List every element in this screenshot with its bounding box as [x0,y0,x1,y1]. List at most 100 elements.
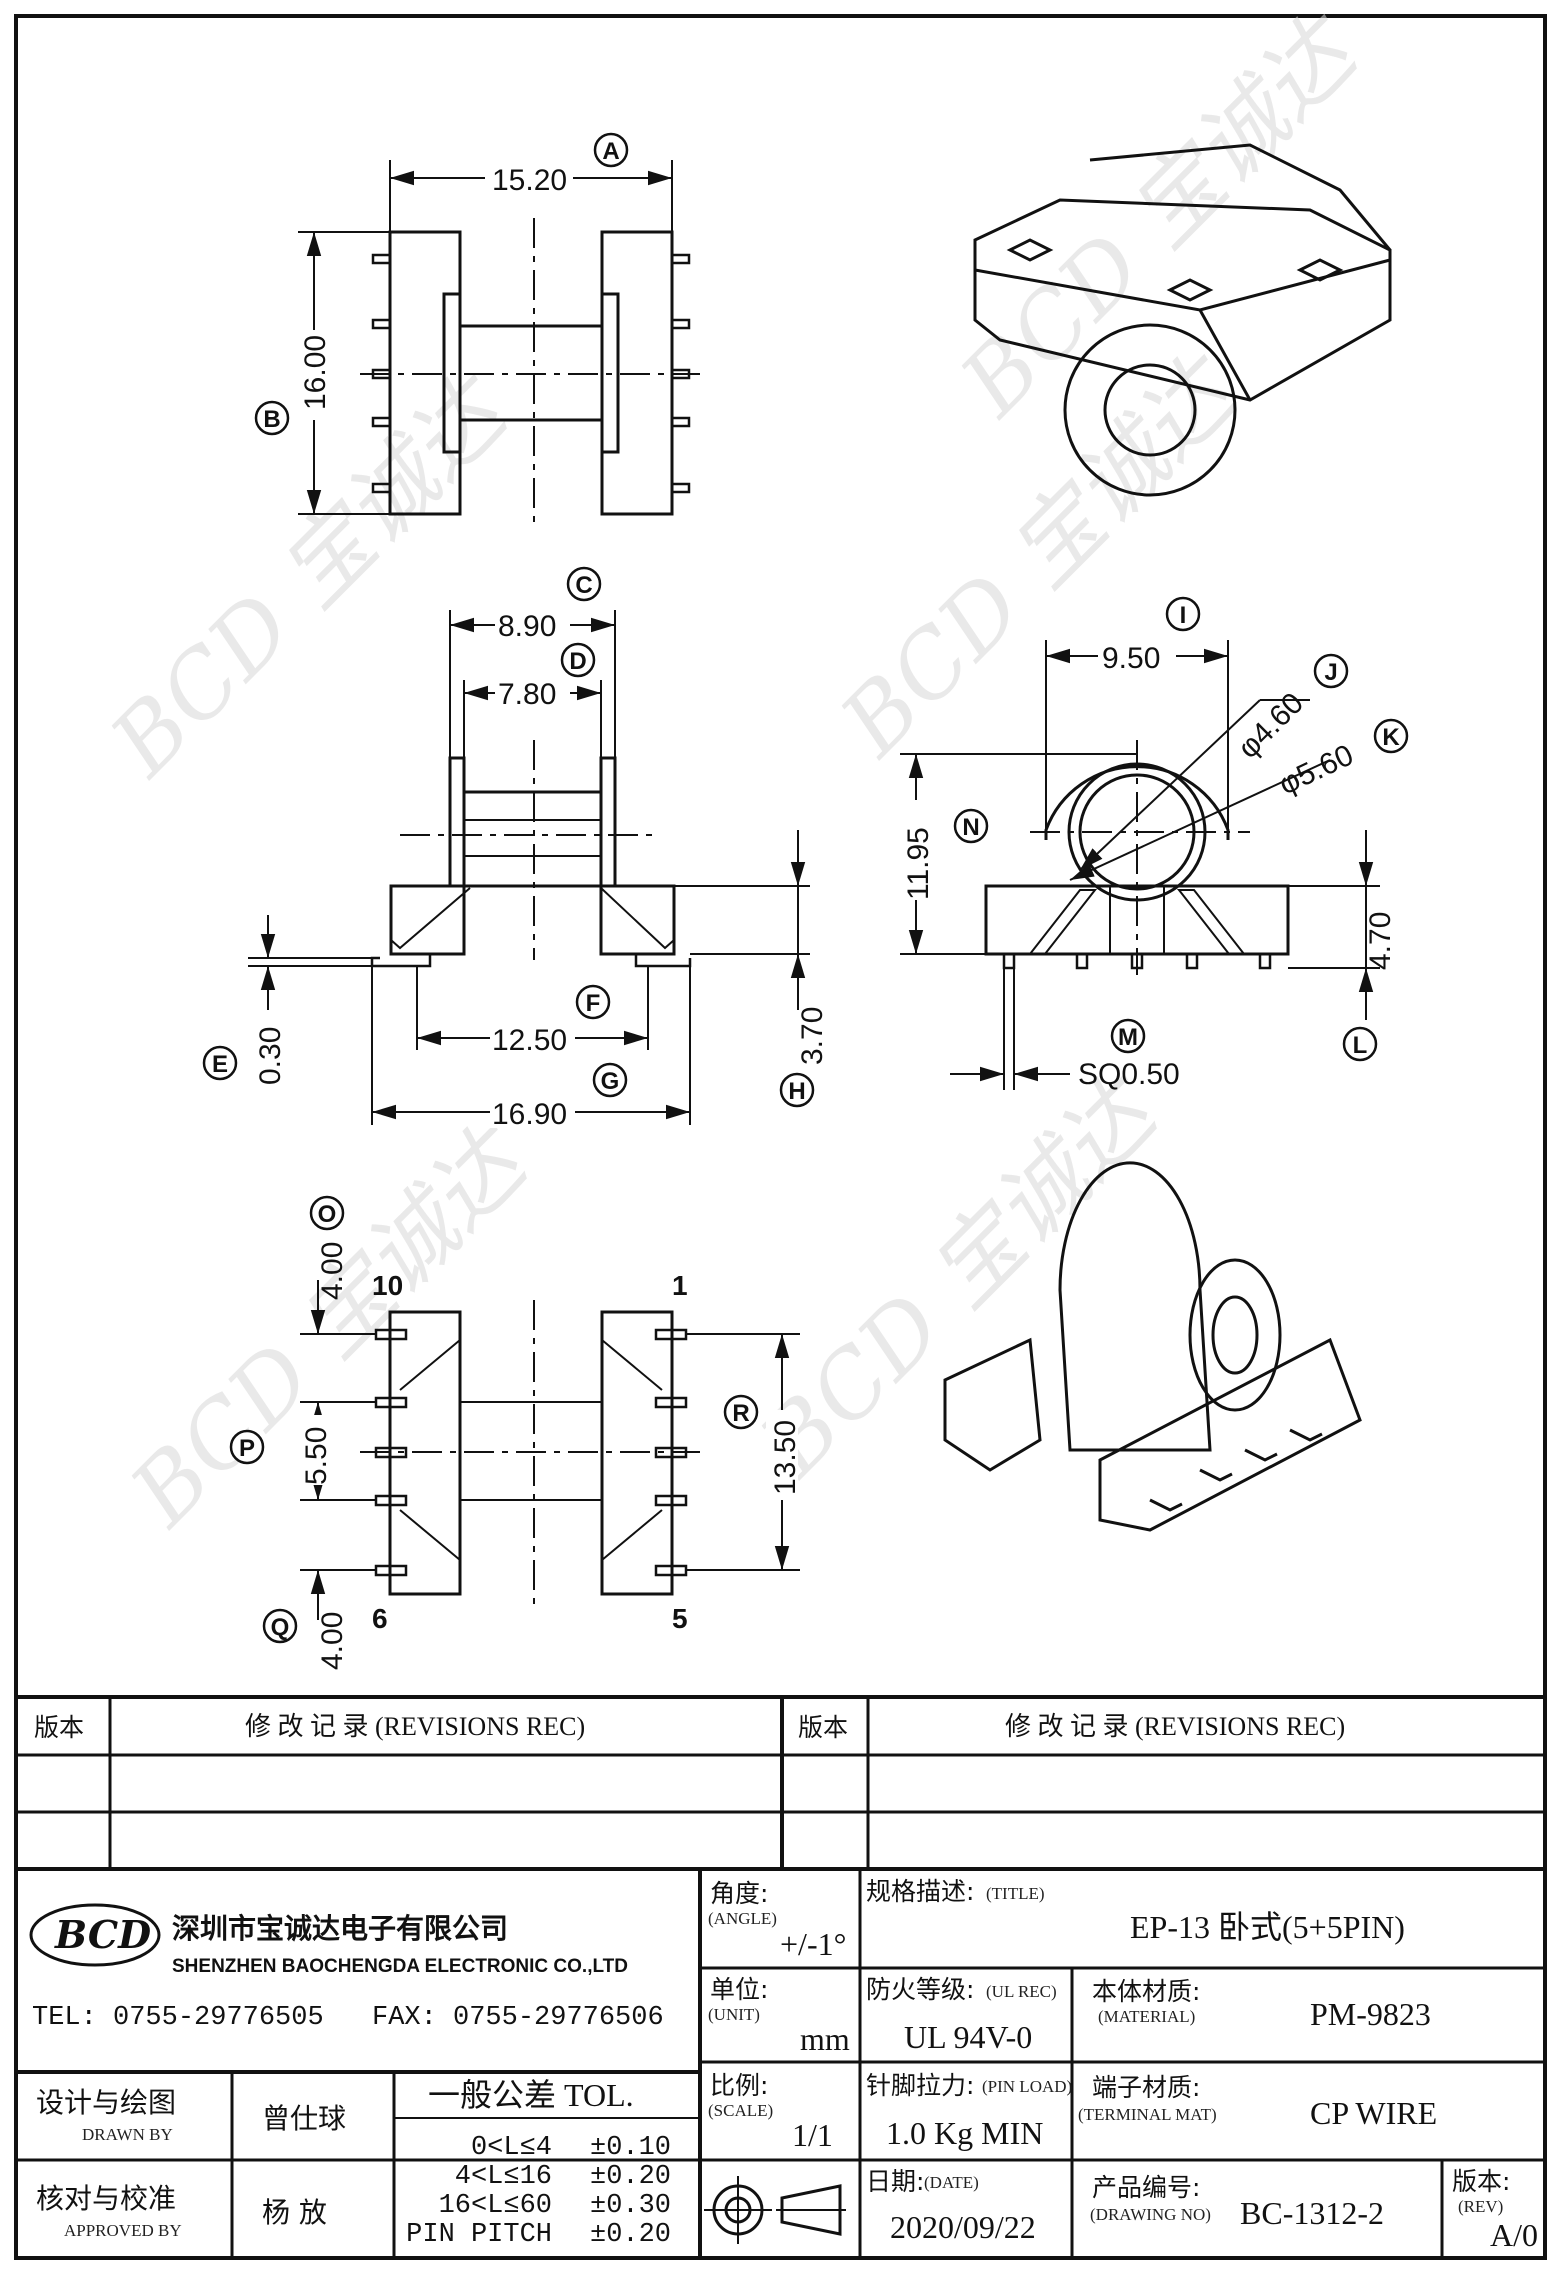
drawing-no-label-en: (DRAWING NO) [1090,2205,1211,2224]
tol-range: PIN PITCH [406,2220,552,2250]
front-view [248,610,810,1125]
drawing-no-label: 产品编号: [1092,2173,1200,2202]
company-fax: FAX: 0755-29776506 [372,2003,664,2033]
marker-o: O [318,1201,337,1228]
marker-f: F [586,990,601,1017]
dim-m-value: SQ0.50 [1078,1058,1180,1091]
dim-f-value: 12.50 [492,1024,567,1057]
marker-i: I [1180,602,1187,629]
rev-col-version-left: 版本 [34,1713,84,1742]
watermark: BCD 宝诚达 BCD 宝诚达 BCD 宝诚达 BCD 宝诚达 BCD 宝诚达 [90,0,1382,1547]
marker-j: J [1324,659,1337,686]
material-label-en: (MATERIAL) [1098,2007,1195,2026]
bottom-view [300,1280,800,1620]
title-label: 规格描述: [866,1877,974,1906]
date-value: 2020/09/22 [890,2209,1036,2245]
dim-n-value: 11.95 [902,827,935,900]
marker-h: H [788,1078,805,1105]
rev-col-record-left: 修 改 记 录 (REVISIONS REC) [245,1712,585,1741]
iso-view-bottom [943,1161,1362,1532]
tol-range: 16<L≤60 [439,2191,552,2221]
title-value: EP-13 卧式(5+5PIN) [1130,1909,1405,1945]
dim-h-value: 3.70 [796,1007,829,1065]
svg-text:BCD 宝诚达: BCD 宝诚达 [90,355,532,797]
pin-label-1: 1 [672,1270,688,1301]
company-tel: TEL: 0755-29776505 [32,2003,324,2033]
marker-a: A [602,138,619,165]
company-name-en: SHENZHEN BAOCHENGDA ELECTRONIC CO.,LTD [172,1956,628,1977]
dim-e-value: 0.30 [254,1027,287,1085]
material-label: 本体材质: [1092,1977,1200,2006]
dim-j-value: φ4.60 [1232,687,1310,765]
marker-m: M [1118,1024,1138,1051]
marker-q: Q [271,1614,290,1641]
angle-label: 角度: [710,1879,768,1908]
tol-range: 4<L≤16 [455,2162,552,2192]
logo-text: BCD [54,1912,151,1957]
rev-label-en: (REV) [1458,2197,1503,2216]
unit-value: mm [800,2021,850,2057]
marker-l: L [1353,1032,1368,1059]
marker-d: D [569,648,586,675]
dim-r-value: 13.50 [769,1420,802,1495]
dim-p-value: 5.50 [300,1427,333,1485]
projection-symbol-icon [704,2176,846,2244]
side-view [900,640,1380,1090]
iso-view-top [973,143,1392,497]
pinload-label: 针脚拉力: [866,2071,974,2100]
pin-label-6: 6 [372,1603,388,1634]
title-label-en: (TITLE) [986,1884,1045,1903]
rev-label: 版本: [1452,2167,1510,2196]
ul-label-en: (UL REC) [986,1982,1057,2001]
rev-value: A/0 [1490,2217,1538,2253]
terminal-label: 端子材质: [1092,2073,1200,2102]
material-value: PM-9823 [1310,1996,1431,2032]
title-block-grid [14,1867,1547,2260]
dim-a-value: 15.20 [492,164,567,197]
scale-value: 1/1 [792,2117,833,2153]
drawn-by-label-en: DRAWN BY [82,2125,173,2144]
dimension-markers: A B C D E F G H I J K L M N O P Q R [202,132,1409,1644]
drawn-by-value: 曾仕球 [262,2102,346,2135]
dim-l-value: 4.70 [1364,912,1397,970]
company-logo: BCD [29,1903,161,1967]
tol-value: ±0.20 [590,2220,671,2250]
marker-e: E [212,1051,228,1078]
tol-value: ±0.10 [590,2133,671,2163]
unit-label: 单位: [710,1975,768,2004]
top-view [298,160,700,530]
ul-value: UL 94V-0 [904,2019,1032,2055]
dim-b-value: 16.00 [299,335,332,410]
marker-n: N [962,814,979,841]
dim-k-value: φ5.60 [1274,739,1358,802]
approved-by-value: 杨 放 [262,2196,327,2229]
approved-by-label: 核对与校准 [36,2182,176,2215]
dim-o-value: 4.00 [316,1242,349,1300]
dim-c-value: 8.90 [498,610,556,643]
angle-value: +/-1° [780,1926,846,1962]
tol-range: 0<L≤4 [471,2133,552,2163]
marker-g: G [601,1068,620,1095]
unit-label-en: (UNIT) [708,2005,760,2024]
marker-p: P [239,1435,255,1462]
date-label: 日期: [866,2167,924,2196]
rev-col-record-right: 修 改 记 录 (REVISIONS REC) [1005,1712,1345,1741]
marker-r: R [732,1400,749,1427]
tolerance-title: 一般公差 TOL. [428,2077,634,2113]
approved-by-label-en: APPROVED BY [64,2221,182,2240]
scale-label: 比例: [710,2071,768,2100]
dim-g-value: 16.90 [492,1098,567,1131]
pin-label-10: 10 [372,1270,403,1301]
tolerance-table: 0<L≤4 ±0.10 4<L≤16 ±0.20 16<L≤60 ±0.30 P… [406,2133,671,2250]
drawn-by-label: 设计与绘图 [36,2086,176,2119]
dim-i-value: 9.50 [1102,642,1160,675]
terminal-label-en: (TERMINAL MAT) [1078,2105,1217,2124]
company-name-cn: 深圳市宝诚达电子有限公司 [172,1912,508,1945]
rev-col-version-right: 版本 [798,1713,848,1742]
svg-text:BCD 宝诚达: BCD 宝诚达 [740,1055,1182,1497]
angle-label-en: (ANGLE) [708,1909,777,1928]
pinload-value: 1.0 Kg MIN [886,2115,1043,2151]
date-label-en: (DATE) [924,2173,979,2192]
pin-label-5: 5 [672,1603,688,1634]
